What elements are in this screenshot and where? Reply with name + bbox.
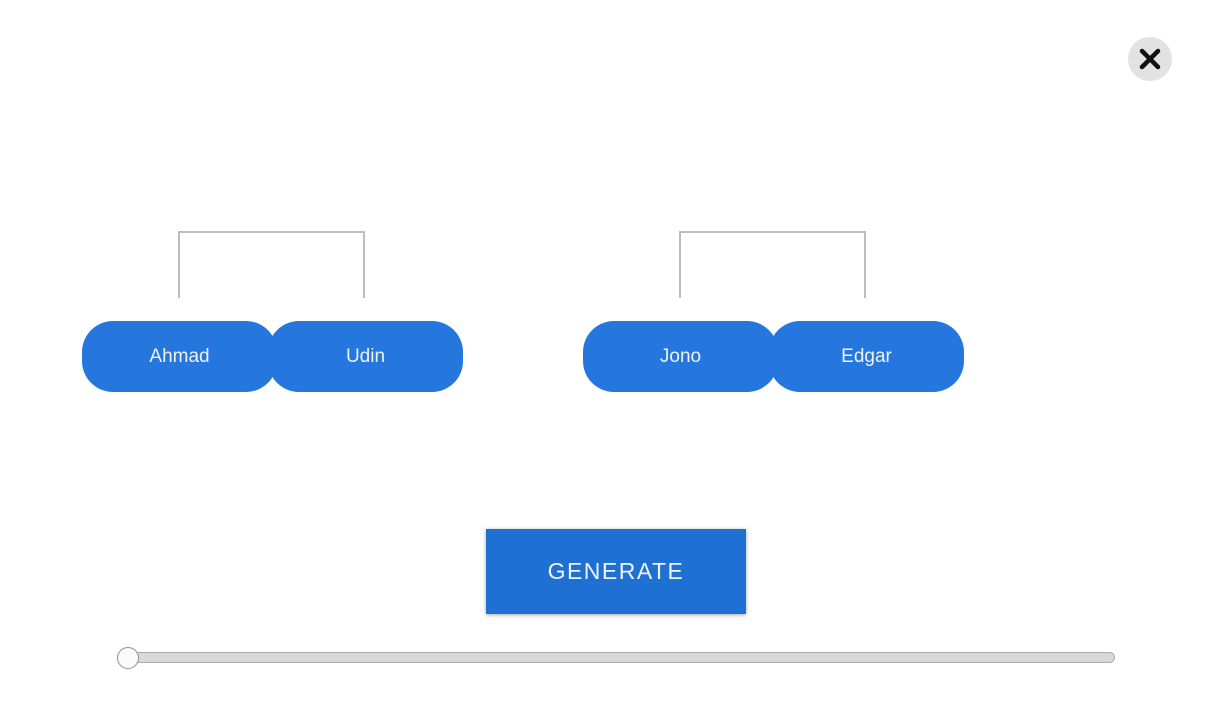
couple-pills: Ahmad Udin — [82, 321, 463, 392]
person-pill-jono[interactable]: Jono — [583, 321, 778, 392]
couple-pills: Jono Edgar — [583, 321, 964, 392]
close-button[interactable] — [1128, 37, 1172, 81]
person-pill-udin[interactable]: Udin — [268, 321, 463, 392]
person-name-label: Jono — [659, 345, 702, 367]
couple-group-1: Ahmad Udin — [82, 231, 463, 392]
person-name-label: Ahmad — [149, 345, 210, 367]
close-icon — [1139, 48, 1161, 70]
slider-track[interactable] — [118, 652, 1115, 663]
person-name-label: Edgar — [841, 345, 892, 367]
couple-bracket-connector — [178, 231, 365, 298]
person-name-label: Udin — [345, 345, 386, 367]
couple-bracket-connector — [679, 231, 866, 298]
person-pill-ahmad[interactable]: Ahmad — [82, 321, 277, 392]
slider-thumb[interactable] — [117, 647, 139, 669]
person-pill-edgar[interactable]: Edgar — [769, 321, 964, 392]
generate-button[interactable]: GENERATE — [486, 529, 746, 614]
couple-group-2: Jono Edgar — [583, 231, 964, 392]
generate-button-label: GENERATE — [547, 558, 685, 584]
